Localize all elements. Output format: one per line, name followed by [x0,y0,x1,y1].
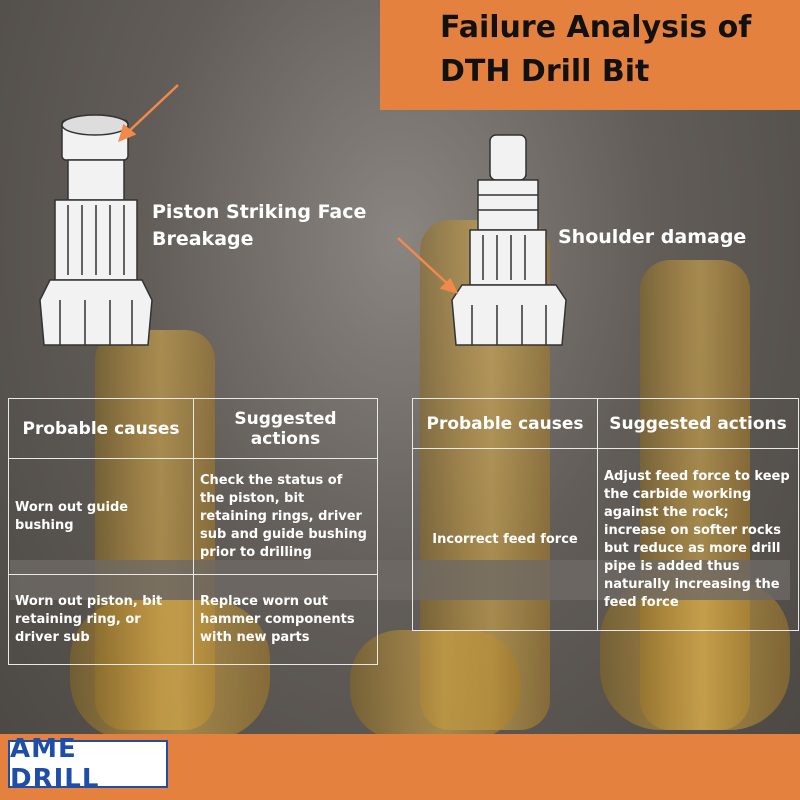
table-header-actions: Suggested actions [597,398,799,449]
table-cell-action: Check the status of the piston, bit reta… [193,458,378,575]
table-header-causes: Probable causes [412,398,598,449]
drill-bit-right-illustration [451,134,567,346]
table-cell-action: Replace worn out hammer components with … [193,574,378,665]
page-title-line2: DTH Drill Bit [440,54,650,89]
table-cell-cause: Worn out piston, bit retaining ring, or … [8,574,194,665]
table-cell-action: Adjust feed force to keep the carbide wo… [597,448,799,631]
drill-bit-left-illustration [39,114,153,346]
arrow-right-icon [397,237,459,294]
title-banner [380,0,800,110]
page-title-line1: Failure Analysis of [440,10,752,45]
arrow-left-icon [118,84,179,143]
logo-text: AME DRILL [10,734,100,794]
table-header-actions: Suggested actions [193,398,378,459]
table-cell-cause: Worn out guide bushing [8,458,194,575]
right-causes-actions-table: Probable causes Suggested actions Incorr… [412,398,799,631]
table-cell-cause: Incorrect feed force [412,448,598,631]
annotation-piston-striking-face: Piston Striking Face Breakage [152,201,367,250]
left-causes-actions-table: Probable causes Suggested actions Worn o… [8,398,378,665]
table-header-causes: Probable causes [8,398,194,459]
annotation-shoulder-damage: Shoulder damage [558,226,747,248]
ame-drill-logo: AME DRILL [8,734,168,794]
